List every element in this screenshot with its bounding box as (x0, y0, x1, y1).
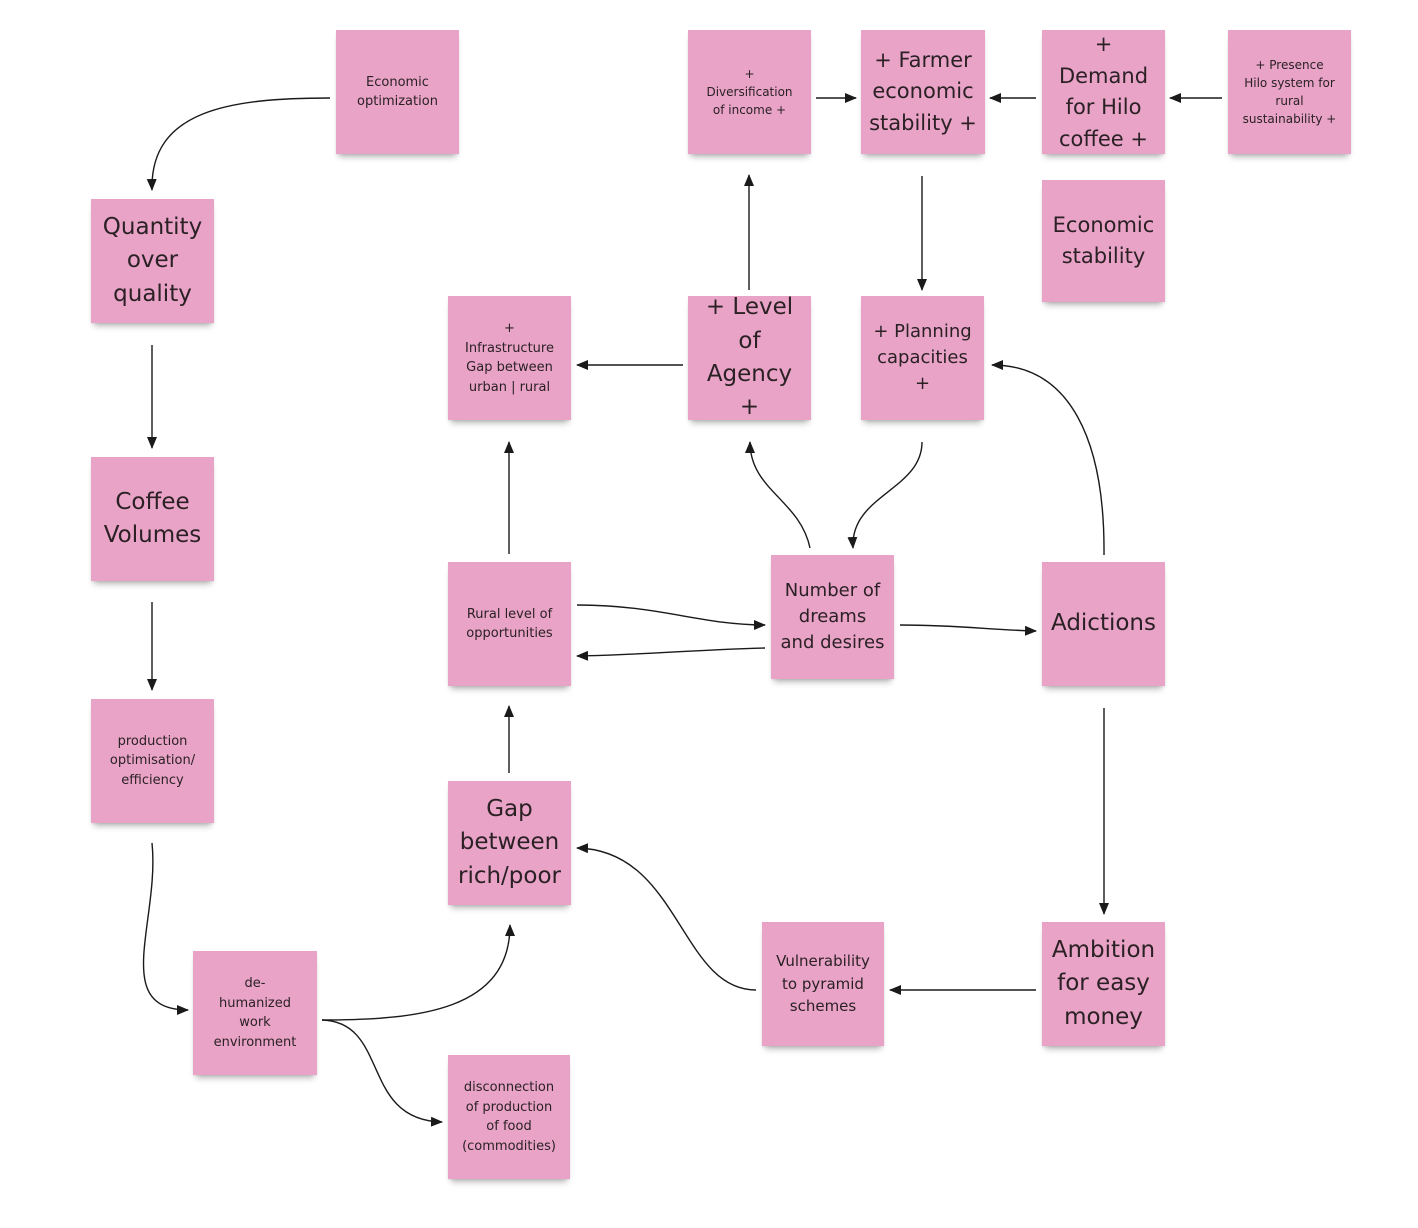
note-economic-optimization[interactable]: Economic optimization (336, 30, 459, 154)
arrow-dehumanized-to-disconnection (321, 1019, 443, 1127)
note-text: disconnection of production of food (com… (462, 1080, 556, 1154)
note-gap-rich-poor[interactable]: Gap between rich/poor (448, 781, 571, 905)
note-text: + Presence Hilo system for rural sustain… (1242, 58, 1337, 126)
note-coffee-volumes[interactable]: Coffee Volumes (91, 457, 214, 581)
note-text: Ambition for easy money (1051, 936, 1156, 1030)
note-text: + Farmer economic stability + (869, 47, 977, 135)
note-infrastructure-gap[interactable]: + Infrastructure Gap between urban | rur… (448, 296, 571, 420)
note-planning-capacities[interactable]: + Planning capacities + (861, 296, 984, 420)
arrow-adictions-to-planning (991, 360, 1105, 556)
arrow-econopt-to-quantity (146, 97, 331, 191)
arrow-dehumanized-to-gap (321, 924, 515, 1021)
note-disconnection-production[interactable]: disconnection of production of food (com… (448, 1055, 570, 1179)
note-rural-opportunities[interactable]: Rural level of opportunities (448, 562, 571, 686)
note-demand-hilo-coffee[interactable]: + Demand for Hilo coffee + (1042, 30, 1165, 154)
note-text: Vulnerability to pyramid schemes (776, 952, 870, 1016)
note-dreams-and-desires[interactable]: Number of dreams and desires (771, 555, 894, 679)
note-text: Economic optimization (357, 74, 438, 110)
arrow-dreams-to-agency (745, 441, 811, 549)
arrow-dreams-to-rural (576, 647, 766, 661)
note-text: + Planning capacities + (873, 320, 972, 395)
note-production-optimisation[interactable]: production optimisation/ efficiency (91, 699, 214, 823)
note-level-of-agency[interactable]: + Level of Agency + (688, 294, 811, 420)
note-text: Rural level of opportunities (466, 606, 553, 642)
note-text: Economic stability (1052, 212, 1155, 269)
arrow-dreams-to-adictions (899, 624, 1037, 636)
note-text: Coffee Volumes (103, 488, 202, 548)
note-diversification-income[interactable]: + Diversification of income + (688, 30, 811, 154)
note-quantity-over-quality[interactable]: Quantity over quality (91, 199, 214, 323)
note-text: de- humanized work environment (213, 976, 297, 1050)
arrow-production-to-dehumanized (142, 842, 189, 1015)
note-text: Gap between rich/poor (457, 795, 562, 889)
note-dehumanized-work[interactable]: de- humanized work environment (193, 951, 317, 1075)
arrow-rural-to-dreams (576, 604, 766, 630)
note-text: + Demand for Hilo coffee + (1058, 32, 1149, 151)
note-text: + Diversification of income + (706, 67, 793, 117)
note-farmer-economic-stability[interactable]: + Farmer economic stability + (861, 30, 985, 154)
note-text: production optimisation/ efficiency (109, 733, 196, 788)
note-text: + Infrastructure Gap between urban | rur… (465, 321, 554, 395)
note-economic-stability[interactable]: Economic stability (1042, 180, 1165, 302)
note-presence-hilo-system[interactable]: + Presence Hilo system for rural sustain… (1228, 30, 1351, 154)
note-text: Quantity over quality (102, 213, 203, 307)
note-text: Adictions (1050, 610, 1156, 637)
note-text: Number of dreams and desires (780, 579, 885, 654)
note-adictions[interactable]: Adictions (1042, 562, 1165, 686)
note-vulnerability-pyramid[interactable]: Vulnerability to pyramid schemes (762, 922, 884, 1046)
arrow-planning-to-dreams (847, 441, 923, 549)
arrow-vulnerability-to-gap (576, 843, 757, 991)
note-ambition-easy-money[interactable]: Ambition for easy money (1042, 922, 1165, 1046)
note-text: + Level of Agency + (705, 294, 794, 421)
